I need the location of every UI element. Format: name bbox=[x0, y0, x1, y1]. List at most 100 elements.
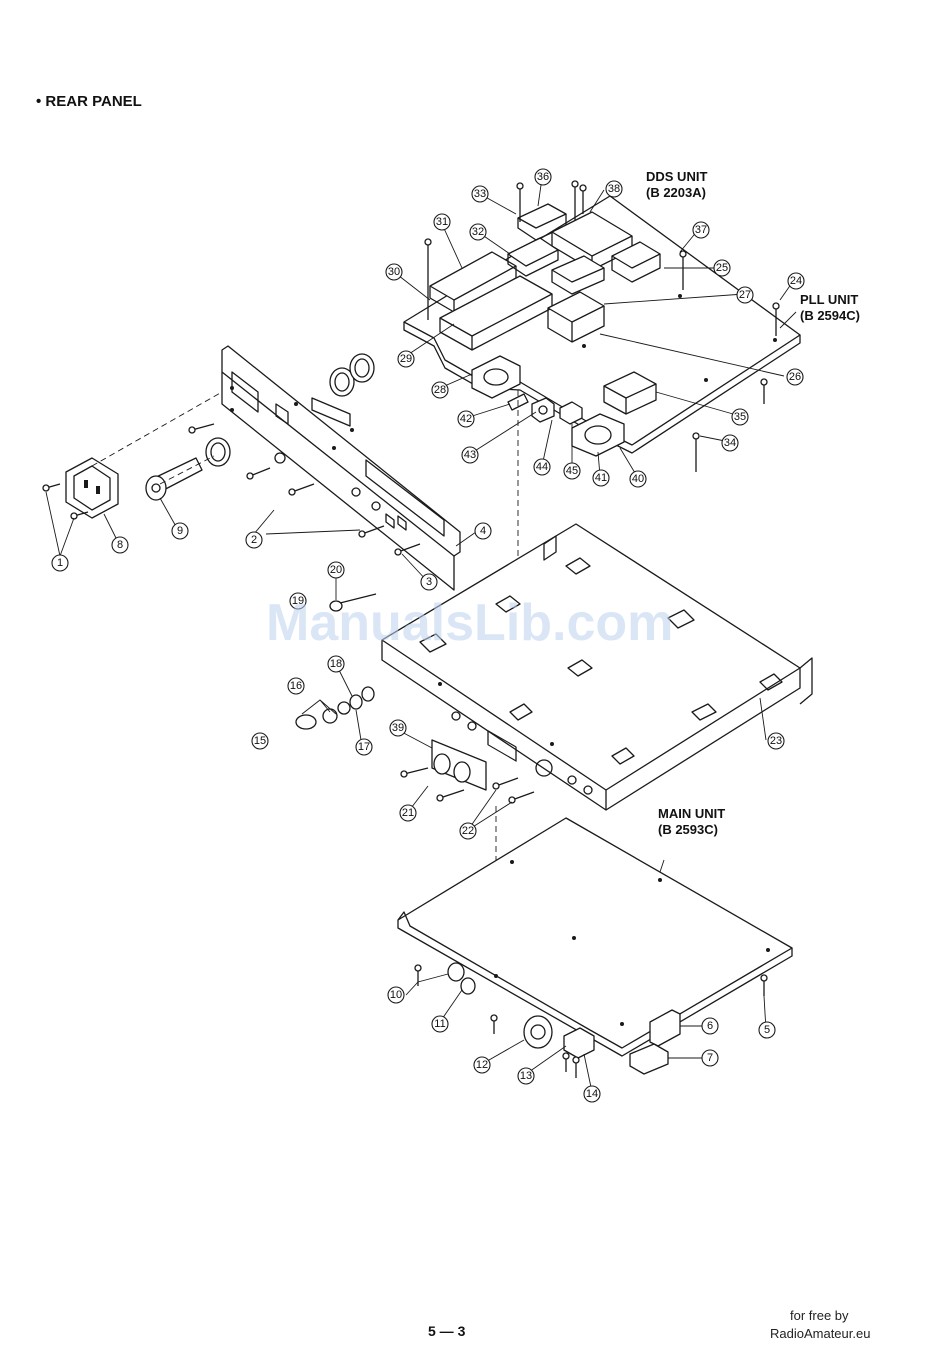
svg-text:7: 7 bbox=[707, 1052, 713, 1064]
callout-39: 39 bbox=[390, 720, 406, 736]
callout-36: 36 bbox=[535, 169, 551, 185]
pll-unit-code: (B 2594C) bbox=[800, 308, 860, 323]
callout-21: 21 bbox=[400, 805, 416, 821]
pll-unit-label: PLL UNIT bbox=[800, 292, 858, 307]
callout-41: 41 bbox=[593, 470, 609, 486]
svg-text:24: 24 bbox=[790, 275, 802, 287]
callout-16: 16 bbox=[288, 678, 304, 694]
svg-text:3: 3 bbox=[426, 576, 432, 588]
svg-text:41: 41 bbox=[595, 472, 607, 484]
svg-text:12: 12 bbox=[476, 1059, 488, 1071]
svg-text:25: 25 bbox=[716, 262, 728, 274]
main-unit-board bbox=[398, 818, 792, 1074]
svg-text:43: 43 bbox=[464, 449, 476, 461]
callout-38: 38 bbox=[606, 181, 622, 197]
callout-4: 4 bbox=[475, 523, 491, 539]
svg-text:9: 9 bbox=[177, 525, 183, 537]
svg-text:39: 39 bbox=[392, 722, 404, 734]
svg-text:37: 37 bbox=[695, 224, 707, 236]
callout-32: 32 bbox=[470, 224, 486, 240]
main-unit-label: MAIN UNIT bbox=[658, 806, 725, 821]
dds-unit-code: (B 2203A) bbox=[646, 185, 706, 200]
main-unit-code: (B 2593C) bbox=[658, 822, 718, 837]
svg-text:11: 11 bbox=[434, 1018, 445, 1030]
ac-inlet bbox=[66, 458, 118, 518]
callout-45: 45 bbox=[564, 463, 580, 479]
svg-text:1: 1 bbox=[57, 557, 63, 569]
connector-plate bbox=[432, 740, 486, 790]
callout-20: 20 bbox=[328, 562, 344, 578]
callout-26: 26 bbox=[787, 369, 803, 385]
svg-text:20: 20 bbox=[330, 564, 342, 576]
svg-text:30: 30 bbox=[388, 266, 400, 278]
callout-12: 12 bbox=[474, 1057, 490, 1073]
svg-text:10: 10 bbox=[390, 989, 402, 1001]
svg-text:21: 21 bbox=[402, 807, 414, 819]
callout-27: 27 bbox=[737, 287, 753, 303]
callout-5: 5 bbox=[759, 1022, 775, 1038]
callout-2: 2 bbox=[246, 532, 262, 548]
callout-42: 42 bbox=[458, 411, 474, 427]
svg-text:27: 27 bbox=[739, 289, 751, 301]
callout-17: 17 bbox=[356, 739, 372, 755]
callout-33: 33 bbox=[472, 186, 488, 202]
callout-34: 34 bbox=[722, 435, 738, 451]
callout-24: 24 bbox=[788, 273, 804, 289]
callout-37: 37 bbox=[693, 222, 709, 238]
callout-22: 22 bbox=[460, 823, 476, 839]
callout-28: 28 bbox=[432, 382, 448, 398]
callout-8: 8 bbox=[112, 537, 128, 553]
callout-9: 9 bbox=[172, 523, 188, 539]
svg-text:44: 44 bbox=[536, 461, 548, 473]
callout-29: 29 bbox=[398, 351, 414, 367]
callout-43: 43 bbox=[462, 447, 478, 463]
svg-text:45: 45 bbox=[566, 465, 578, 477]
callout-7: 7 bbox=[702, 1050, 718, 1066]
callout-6: 6 bbox=[702, 1018, 718, 1034]
callout-25: 25 bbox=[714, 260, 730, 276]
svg-text:40: 40 bbox=[632, 473, 644, 485]
svg-text:36: 36 bbox=[537, 171, 549, 183]
section-heading: • REAR PANEL bbox=[36, 93, 142, 110]
callout-10: 10 bbox=[388, 987, 404, 1003]
callout-44: 44 bbox=[534, 459, 550, 475]
svg-text:29: 29 bbox=[400, 353, 412, 365]
svg-text:15: 15 bbox=[254, 735, 266, 747]
footer-line1: for free by bbox=[790, 1308, 849, 1323]
dds-unit-label: DDS UNIT bbox=[646, 169, 707, 184]
svg-text:42: 42 bbox=[460, 413, 472, 425]
svg-text:13: 13 bbox=[520, 1070, 532, 1082]
svg-text:31: 31 bbox=[436, 216, 448, 228]
fuse-holder bbox=[146, 458, 202, 500]
svg-text:2: 2 bbox=[251, 534, 257, 546]
svg-text:26: 26 bbox=[789, 371, 801, 383]
svg-text:4: 4 bbox=[480, 525, 486, 537]
svg-text:6: 6 bbox=[707, 1020, 713, 1032]
svg-text:32: 32 bbox=[472, 226, 484, 238]
svg-text:8: 8 bbox=[117, 539, 123, 551]
svg-text:16: 16 bbox=[290, 680, 302, 692]
callout-30: 30 bbox=[386, 264, 402, 280]
svg-text:35: 35 bbox=[734, 411, 746, 423]
callout-31: 31 bbox=[434, 214, 450, 230]
svg-text:14: 14 bbox=[586, 1088, 598, 1100]
callout-40: 40 bbox=[630, 471, 646, 487]
callout-35: 35 bbox=[732, 409, 748, 425]
footer-line2: RadioAmateur.eu bbox=[770, 1326, 870, 1341]
callout-11: 11 bbox=[432, 1016, 448, 1032]
callout-3: 3 bbox=[421, 574, 437, 590]
callout-18: 18 bbox=[328, 656, 344, 672]
svg-text:17: 17 bbox=[358, 741, 370, 753]
callout-14: 14 bbox=[584, 1086, 600, 1102]
svg-text:38: 38 bbox=[608, 183, 620, 195]
svg-text:23: 23 bbox=[770, 735, 782, 747]
callout-15: 15 bbox=[252, 733, 268, 749]
watermark: ManualsLib.com bbox=[266, 594, 673, 652]
svg-text:18: 18 bbox=[330, 658, 342, 670]
svg-text:5: 5 bbox=[764, 1024, 770, 1036]
callout-13: 13 bbox=[518, 1068, 534, 1084]
svg-text:22: 22 bbox=[462, 825, 474, 837]
page-number: 5 — 3 bbox=[428, 1323, 466, 1339]
callout-23: 23 bbox=[768, 733, 784, 749]
